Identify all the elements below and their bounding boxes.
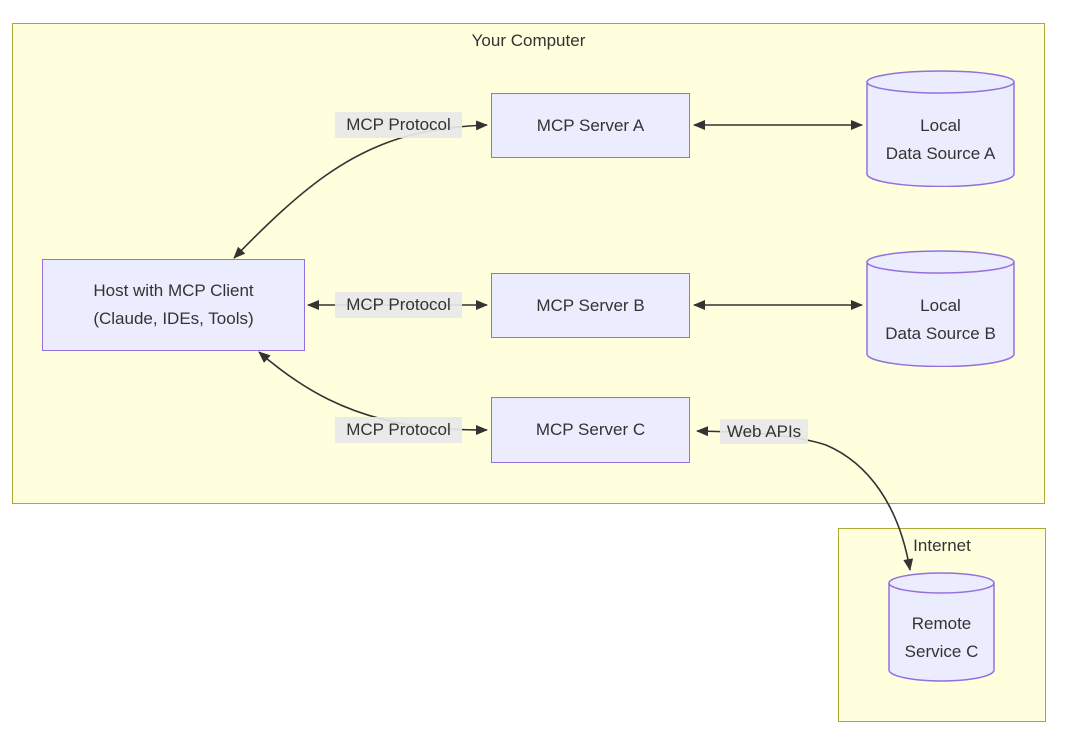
node-local-data-source-b: Local Data Source B (866, 250, 1015, 367)
edge-label-mcp-protocol-a: MCP Protocol (335, 112, 462, 138)
cylinder-shape (866, 70, 1015, 187)
cylinder-shape (888, 572, 995, 682)
edge-label-web-apis: Web APIs (720, 419, 808, 444)
cylinder-shape (866, 250, 1015, 367)
node-data-a-line1: Local (920, 116, 961, 135)
edge-server-c-to-remote-service (696, 426, 914, 571)
cluster-internet-title: Internet (913, 536, 971, 555)
edge-label-mcp-protocol-b: MCP Protocol (335, 292, 462, 318)
node-local-data-source-a: Local Data Source A (866, 70, 1015, 187)
cluster-your-computer-title: Your Computer (471, 31, 586, 50)
node-data-a-line2: Data Source A (885, 144, 996, 163)
node-host-line2: (Claude, IDEs, Tools) (93, 309, 254, 328)
node-mcp-server-a: MCP Server A (491, 93, 690, 158)
node-remote-c-line2: Service C (904, 642, 979, 661)
node-remote-service-c: Remote Service C (888, 572, 995, 682)
node-mcp-server-a-label: MCP Server A (536, 115, 645, 135)
node-mcp-server-b-label: MCP Server B (536, 295, 645, 315)
node-data-b-line2: Data Source B (885, 324, 996, 343)
node-mcp-server-c-label: MCP Server C (535, 420, 646, 439)
node-mcp-server-b: MCP Server B (491, 273, 690, 338)
node-remote-c-line1: Remote (911, 614, 972, 633)
node-host-with-mcp-client: Host with MCP Client (Claude, IDEs, Tool… (42, 259, 305, 351)
edge-host-to-server-a (233, 120, 488, 259)
node-mcp-server-c: MCP Server C (491, 397, 690, 463)
node-data-b-line1: Local (920, 296, 961, 315)
node-host-line1: Host with MCP Client (93, 281, 254, 300)
edge-label-mcp-protocol-c: MCP Protocol (335, 417, 462, 443)
